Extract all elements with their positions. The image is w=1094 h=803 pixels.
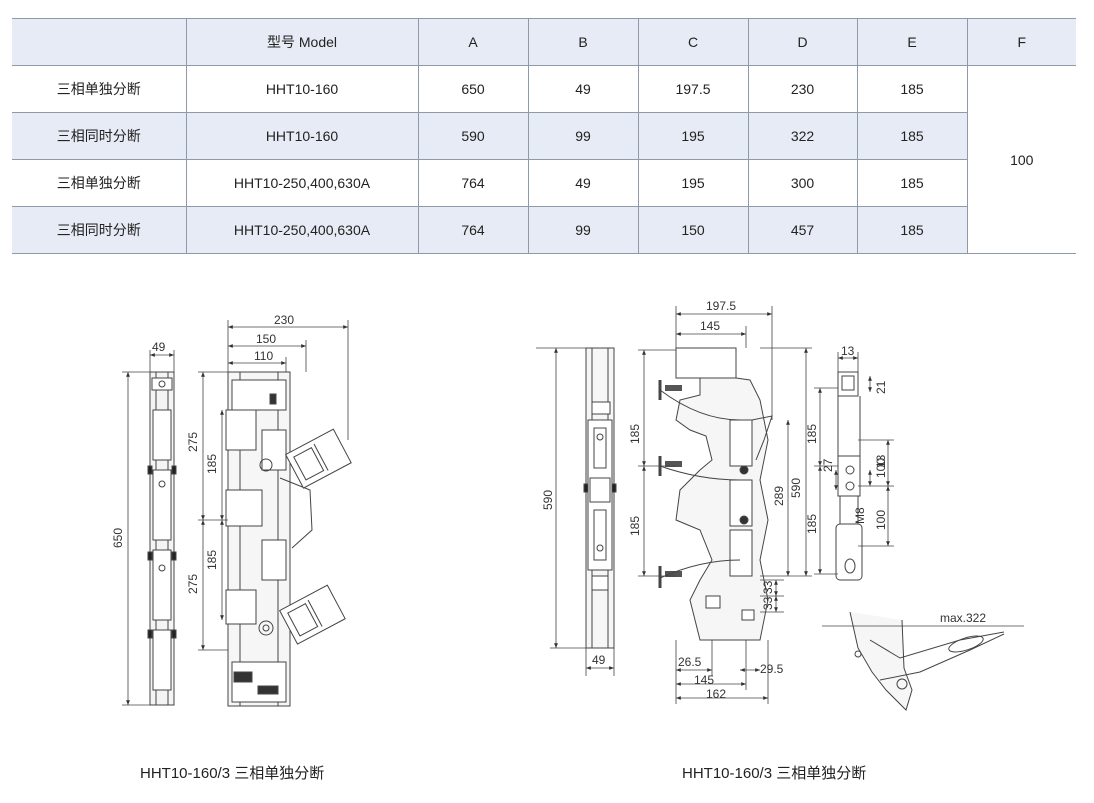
right-drawing [583,347,1005,711]
dim-label: 33 [761,596,775,610]
cell-a: 764 [417,206,528,254]
dim-label: 100 [874,458,888,478]
left-side-view [147,371,177,706]
cell-d: 322 [747,112,857,160]
dim-label: 162 [706,687,726,701]
dim-label: 150 [256,332,276,346]
header-cell-b: B [527,18,638,66]
dim-label: 275 [186,574,200,594]
right-swing-detail [849,611,1005,711]
cell-d: 457 [747,206,857,254]
dim-label: 49 [152,340,166,354]
dim-label: 185 [628,516,642,536]
header-cell-type [12,18,186,66]
cell-c: 195 [637,112,748,160]
dim-label: 590 [541,490,555,510]
dim-label: 110 [254,349,273,363]
cell-e: 185 [856,112,967,160]
table-row: 三相单独分断 HHT10-160 650 49 197.5 230 185 10… [12,65,1076,254]
right-dimension-labels: 590 49 197.5 145 185 185 289 590 33 33 2… [541,299,986,701]
right-front-view [658,347,773,641]
table-row: 三相同时分断 HHT10-250,400,630A 764 99 150 457… [12,206,1076,254]
left-front-view [225,371,352,707]
cell-type: 三相同时分断 [12,112,186,160]
left-dimension-labels: 49 650 230 150 110 275 185 185 275 [111,313,294,594]
dim-label: 650 [111,528,125,548]
dim-label: 26.5 [678,655,702,669]
cell-model: HHT10-250,400,630A [185,206,418,254]
dim-label: 33 [761,580,775,594]
dim-label: 275 [186,432,200,452]
dim-label: 49 [592,653,606,667]
cell-e: 185 [856,159,967,207]
dim-label: 185 [205,454,219,474]
cell-type: 三相同时分断 [12,206,186,254]
right-dimensions [536,306,1024,704]
header-cell-c: C [637,18,748,66]
dim-label: 590 [789,478,803,498]
dim-label: 197.5 [706,299,736,313]
header-cell-e: E [856,18,967,66]
dim-label: 185 [805,514,819,534]
right-busbar-detail [835,371,863,581]
cell-d: 230 [747,65,857,113]
cell-b: 49 [527,65,638,113]
cell-model: HHT10-160 [185,65,418,113]
dim-label: 27 [821,458,835,472]
right-drawing-caption: HHT10-160/3 三相单独分断 [682,765,867,782]
dim-label: 145 [694,673,714,687]
cell-e: 185 [856,206,967,254]
dim-label: 145 [700,319,720,333]
dim-label: 21 [874,380,888,394]
dim-label: 29.5 [760,662,784,676]
dim-label: 13 [874,454,888,468]
cell-c: 197.5 [637,65,748,113]
cell-a: 650 [417,65,528,113]
dim-label: 100 [874,510,888,530]
cell-d: 300 [747,159,857,207]
cell-a: 764 [417,159,528,207]
dim-label: 185 [628,424,642,444]
dim-label: M8 [853,507,867,524]
dim-label: max.322 [940,611,986,625]
dim-label: 289 [772,486,786,506]
cell-b: 99 [527,112,638,160]
dim-label: 185 [205,550,219,570]
cell-c: 150 [637,206,748,254]
cell-model: HHT10-250,400,630A [185,159,418,207]
right-side-view [583,347,617,649]
table-header-row: 型号 Model A B C D E F [12,18,1076,66]
cell-a: 590 [417,112,528,160]
table-row: 三相单独分断 HHT10-250,400,630A 764 49 195 300… [12,159,1076,207]
left-dimensions [122,320,349,706]
header-cell-a: A [417,18,528,66]
cell-b: 49 [527,159,638,207]
cell-f-merged: 100 [966,65,1076,254]
cell-b: 99 [527,206,638,254]
dim-label: 230 [274,313,294,327]
left-drawing-caption: HHT10-160/3 三相单独分断 [140,765,325,782]
left-drawing [147,371,352,707]
dim-label: 13 [841,344,855,358]
dim-label: 185 [805,424,819,444]
spec-table: 型号 Model A B C D E F 三相单独分断 HHT10-160 65… [12,18,1076,254]
header-cell-f: F [966,18,1076,66]
